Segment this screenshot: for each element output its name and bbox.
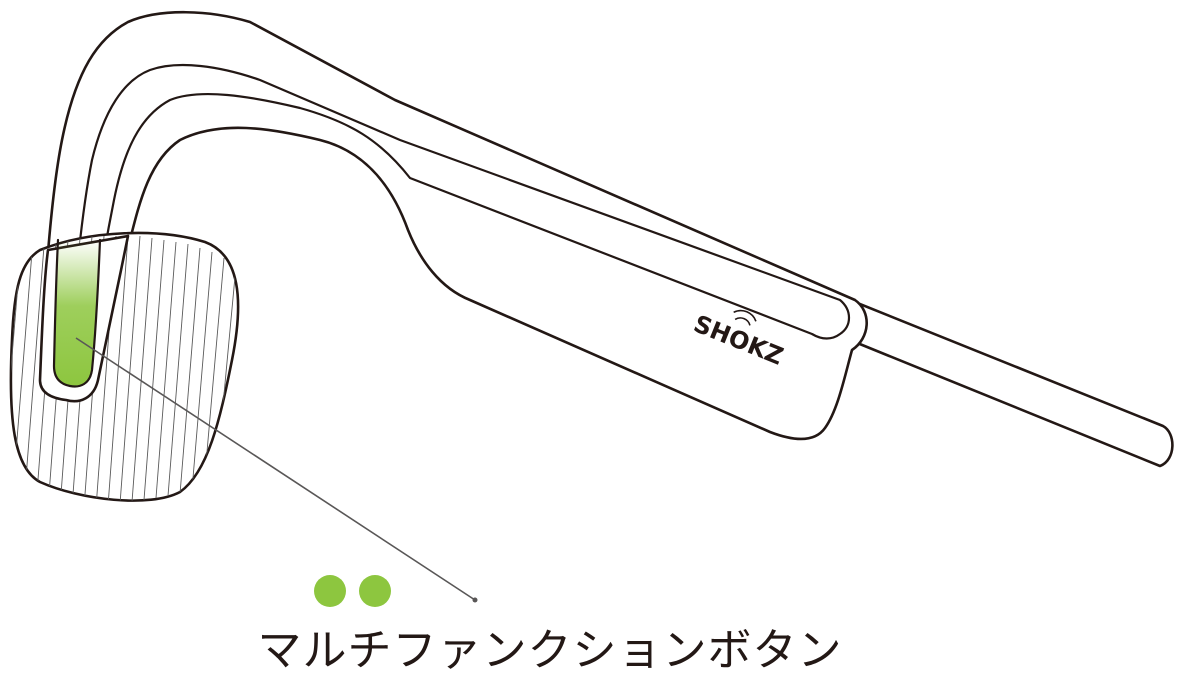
leader-line <box>75 337 476 601</box>
leader-line-endpoint <box>472 597 478 603</box>
logo-sound-waves-icon <box>733 309 757 326</box>
ear-hook-inner-line <box>68 63 851 362</box>
multifunction-button-highlight <box>54 240 100 387</box>
press-indicator-dot-1 <box>314 575 346 607</box>
press-indicator-dot-2 <box>359 575 391 607</box>
multifunction-button-label: マルチファンクションボタン <box>257 625 843 676</box>
multifunction-button-outline <box>52 238 102 388</box>
neckband-tail <box>838 294 1174 468</box>
